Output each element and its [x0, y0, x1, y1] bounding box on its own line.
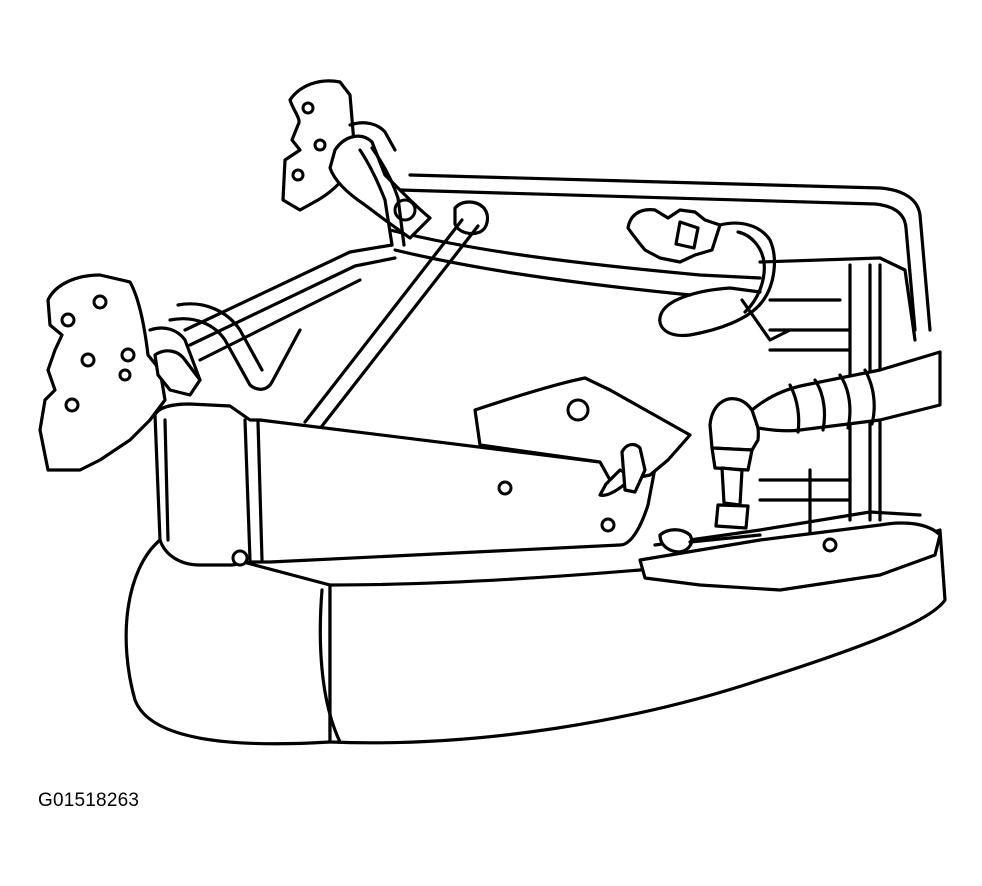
- mounting-bracket: [473, 376, 692, 494]
- rear-latch-right: [626, 208, 722, 264]
- figure-id-label: G01518263: [38, 790, 140, 811]
- lower-track: [638, 510, 942, 592]
- rear-cable-loop: [658, 221, 792, 342]
- cable-housing: [750, 350, 942, 434]
- rear-frame-rail: [388, 173, 932, 342]
- adjustment-actuator: [708, 397, 760, 530]
- wire-rods: [168, 243, 397, 391]
- torsion-rod: [303, 218, 480, 428]
- front-latch-left: [38, 273, 202, 472]
